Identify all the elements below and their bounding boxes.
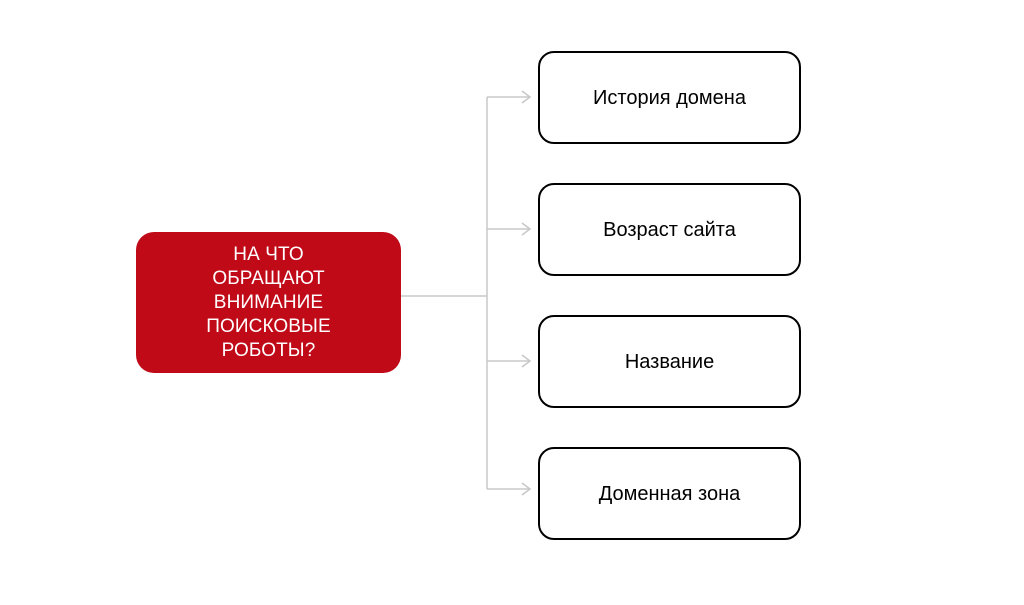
root-node-label: НА ЧТО ОБРАЩАЮТ ВНИМАНИЕ ПОИСКОВЫЕ РОБОТ… — [206, 243, 331, 361]
branch-arrow-1 — [487, 90, 532, 104]
branch-arrow-4 — [487, 482, 532, 496]
child-node-label: Название — [624, 350, 715, 373]
child-node-name: Название — [538, 315, 801, 408]
branch-arrow-2 — [487, 222, 532, 236]
root-node: НА ЧТО ОБРАЩАЮТ ВНИМАНИЕ ПОИСКОВЫЕ РОБОТ… — [136, 232, 401, 373]
child-node-site-age: Возраст сайта — [538, 183, 801, 276]
child-node-label: Доменная зона — [598, 482, 741, 505]
child-node-label: Возраст сайта — [603, 218, 736, 241]
branch-arrow-3 — [487, 354, 532, 368]
child-node-label: История домена — [593, 86, 746, 109]
child-node-domain-zone: Доменная зона — [538, 447, 801, 540]
child-node-domain-history: История домена — [538, 51, 801, 144]
